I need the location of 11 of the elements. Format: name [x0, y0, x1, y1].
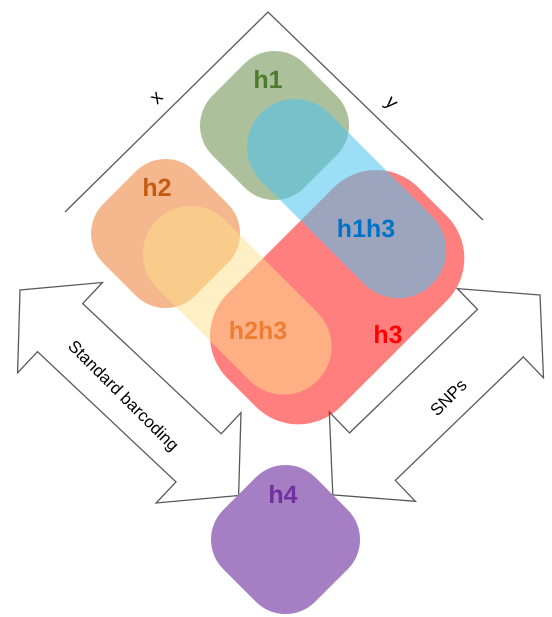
double-block-arrow [16, 282, 242, 504]
rounded-square-shape [211, 465, 361, 615]
axis-label: y [380, 92, 402, 114]
shape-label: h3 [373, 320, 403, 349]
axis-label: x [146, 88, 168, 108]
shape-label: h4 [268, 480, 298, 509]
shape-label: h1h3 [336, 214, 396, 243]
double-block-arrow [328, 288, 544, 502]
shape-label: h2h3 [228, 316, 288, 345]
shape-label: h1 [253, 66, 283, 94]
shape-label: h2 [142, 174, 172, 202]
